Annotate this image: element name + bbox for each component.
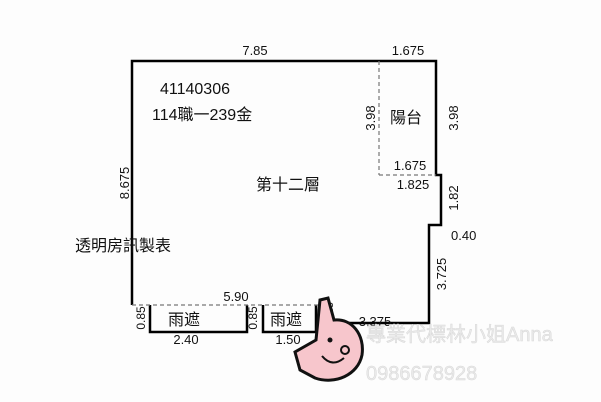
- dim-left-main: 8.675: [117, 167, 132, 200]
- shelter-2-outline: [261, 305, 318, 334]
- shelter-1-outline: [148, 305, 249, 334]
- dim-top-balcony: 1.675: [392, 43, 425, 58]
- dim-balcony-bottom: 1.675: [394, 158, 427, 173]
- watermark-phone: 0986678928: [366, 363, 477, 385]
- dim-right-lower: 3.725: [434, 258, 449, 291]
- dashed-lines: [132, 61, 436, 306]
- watermark-name: 專業代標林小姐Anna: [366, 323, 554, 346]
- walls: [130, 59, 443, 334]
- shelter-1-label: 雨遮: [168, 311, 200, 329]
- side-note: 透明房訊製表: [75, 237, 171, 255]
- dim-step-right: 1.82: [446, 185, 461, 210]
- shelter-2-label: 雨遮: [270, 311, 302, 329]
- balcony-label: 陽台: [390, 109, 422, 127]
- dim-balcony-left: 3.98: [363, 105, 378, 130]
- dim-bottom-right: 3.375: [359, 314, 392, 329]
- dim-balcony-right: 3.98: [446, 105, 461, 130]
- floor-label: 第十二層: [256, 176, 320, 194]
- case-id: 41140306: [160, 81, 230, 98]
- dim-bottom-dashed: 5.90: [223, 289, 248, 304]
- dim-shelter1-width: 2.40: [173, 332, 198, 347]
- outer-wall: [130, 59, 443, 325]
- dim-top-main: 7.85: [242, 43, 267, 58]
- mascot-thumb-icon: [293, 296, 364, 382]
- dim-step-inset: 0.40: [451, 228, 476, 243]
- dim-shelter1-depth: 0.85: [134, 306, 148, 330]
- dim-shelter2-depth: 0.85: [246, 306, 260, 330]
- case-code: 114職一239金: [152, 106, 252, 124]
- dim-shelter2-width: 1.50: [275, 332, 300, 347]
- dim-step-top: 1.825: [397, 177, 430, 192]
